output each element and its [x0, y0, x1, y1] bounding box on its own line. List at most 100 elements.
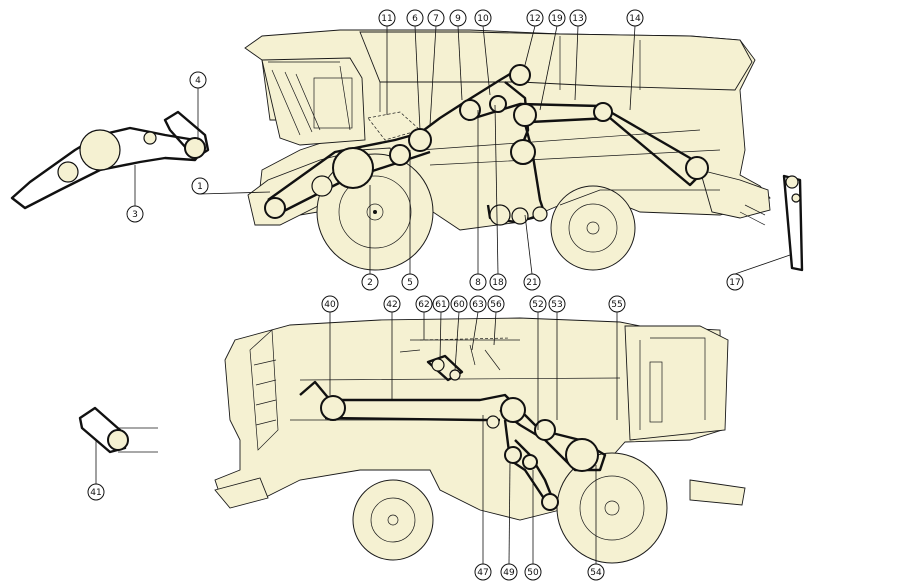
callout-label: 62 — [418, 300, 429, 310]
callout-label: 18 — [492, 278, 504, 288]
callout-leader-line — [482, 25, 491, 96]
callout-label: 11 — [381, 14, 392, 24]
callout-49: 49 — [500, 461, 518, 581]
callout-circle — [427, 9, 445, 27]
callout-12: 12 — [524, 9, 544, 66]
callout-label: 5 — [407, 278, 413, 288]
callout-13: 13 — [569, 9, 587, 101]
callout-label: 1 — [197, 182, 203, 192]
callout-label: 21 — [526, 278, 537, 288]
callout-63: 63 — [469, 295, 487, 351]
bottom-combine-harvester — [214, 317, 746, 564]
callout-circle — [126, 205, 144, 223]
callout-circle — [489, 273, 507, 291]
callout-circle — [569, 9, 587, 27]
callout-62: 62 — [415, 295, 433, 340]
callout-label: 6 — [412, 14, 418, 24]
callout-leader-line — [539, 25, 558, 111]
callout-label: 14 — [629, 14, 641, 24]
callout-label: 47 — [477, 568, 488, 578]
callout-label: 41 — [90, 488, 101, 498]
callout-circle — [608, 295, 626, 313]
callout-label: 49 — [503, 568, 515, 578]
callout-label: 40 — [324, 300, 336, 310]
callout-label: 56 — [490, 300, 502, 310]
callout-50: 50 — [524, 470, 542, 581]
callout-2: 2 — [361, 185, 379, 291]
callout-circle — [321, 295, 339, 313]
callout-leader-line — [414, 25, 421, 131]
callout-54: 54 — [587, 465, 605, 581]
callout-61: 61 — [432, 295, 450, 361]
callout-label: 12 — [529, 14, 540, 24]
callout-circle — [524, 563, 542, 581]
callout-6: 6 — [406, 9, 424, 131]
callout-circle — [474, 9, 492, 27]
callout-circle — [587, 563, 605, 581]
callout-3: 3 — [126, 165, 144, 223]
callout-label: 10 — [477, 14, 489, 24]
callout-label: 55 — [611, 300, 622, 310]
callout-10: 10 — [474, 9, 492, 96]
callout-circle — [449, 9, 467, 27]
top-combine-harvester — [244, 29, 771, 271]
callout-label: 7 — [433, 14, 439, 24]
detail-belt-3-4 — [10, 110, 210, 210]
callout-leader-line — [494, 104, 499, 275]
callout-label: 53 — [551, 300, 562, 310]
callout-label: 42 — [386, 300, 397, 310]
callout-47: 47 — [474, 415, 492, 581]
callout-circle — [487, 295, 505, 313]
callout-circle — [383, 295, 401, 313]
callout-circle — [406, 9, 424, 27]
callout-9: 9 — [449, 9, 467, 101]
callout-label: 8 — [475, 278, 481, 288]
callout-5: 5 — [401, 150, 419, 291]
callout-label: 19 — [551, 14, 563, 24]
callout-leader-line — [629, 25, 636, 111]
callout-17: 17 — [726, 254, 791, 291]
callout-4: 4 — [189, 71, 207, 140]
callout-label: 54 — [590, 568, 602, 578]
callout-56: 56 — [487, 295, 505, 346]
callout-40: 40 — [321, 295, 339, 395]
callout-41: 41 — [87, 440, 105, 501]
callout-8: 8 — [469, 110, 487, 291]
callout-55: 55 — [608, 295, 626, 420]
callout-circle — [726, 273, 744, 291]
callout-1: 1 — [191, 177, 271, 195]
callout-leader-line — [454, 311, 460, 371]
callout-11: 11 — [378, 9, 396, 115]
callout-leader-line — [734, 254, 791, 275]
callout-7: 7 — [427, 9, 445, 126]
callout-label: 3 — [132, 210, 138, 220]
callout-53: 53 — [548, 295, 566, 420]
callout-leader-line — [574, 25, 579, 101]
callout-circle — [474, 563, 492, 581]
callout-circle — [469, 295, 487, 313]
callout-circle — [191, 177, 209, 195]
callout-21: 21 — [523, 214, 541, 291]
callout-leader-line — [429, 25, 437, 126]
callout-leader-line — [524, 214, 533, 275]
callout-circle — [523, 273, 541, 291]
callout-label: 13 — [572, 14, 583, 24]
callout-42: 42 — [383, 295, 401, 400]
callout-leader-line — [471, 311, 479, 351]
callout-label: 17 — [729, 278, 740, 288]
callout-circle — [529, 295, 547, 313]
callout-circle — [469, 273, 487, 291]
callout-leader-line — [493, 311, 497, 346]
callout-circle — [87, 483, 105, 501]
callout-circle — [432, 295, 450, 313]
callout-52: 52 — [529, 295, 547, 430]
detail-belt-17 — [782, 174, 804, 272]
callout-circle — [401, 273, 419, 291]
callout-label: 63 — [472, 300, 483, 310]
callout-label: 61 — [435, 300, 446, 310]
callout-leader-line — [199, 191, 271, 195]
callout-label: 52 — [532, 300, 543, 310]
callout-circle — [548, 295, 566, 313]
